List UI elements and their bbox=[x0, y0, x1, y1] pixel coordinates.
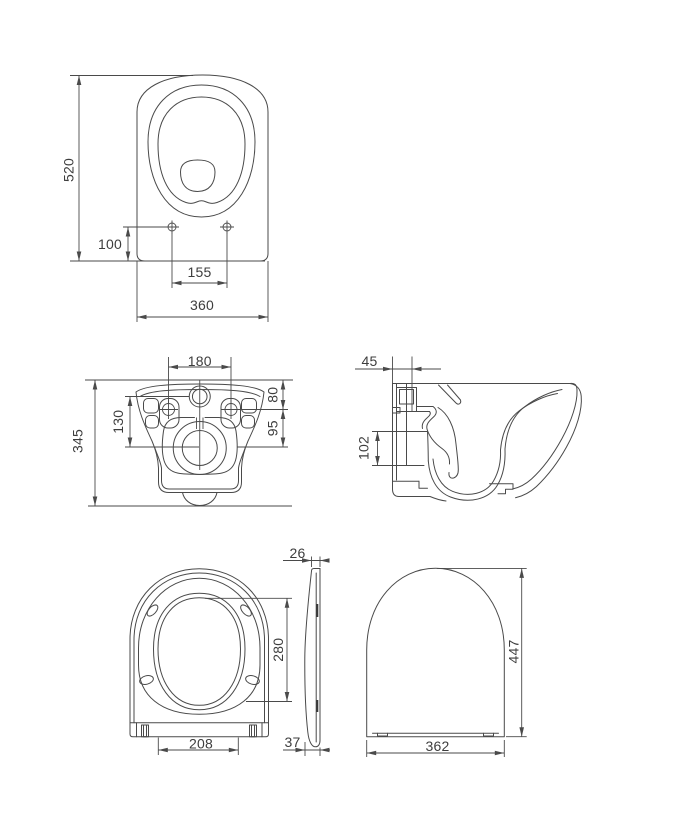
bracket-arm-lines bbox=[416, 406, 434, 412]
dim-label-95: 95 bbox=[265, 420, 281, 436]
bowl-front-interior-outer bbox=[504, 389, 563, 450]
side-back-wall bbox=[392, 383, 400, 497]
seat-mounting-holes bbox=[165, 220, 234, 234]
dim-label-447: 447 bbox=[506, 640, 522, 664]
profile-top-cap bbox=[311, 568, 321, 572]
seat-bumpers bbox=[139, 604, 260, 685]
bracket-inner bbox=[399, 389, 414, 405]
dim-label-37: 37 bbox=[285, 734, 301, 750]
seat-opening-inner bbox=[157, 597, 241, 706]
dim-label-360: 360 bbox=[190, 297, 214, 313]
dim-label-362: 362 bbox=[426, 738, 450, 754]
pad-left-lower bbox=[145, 415, 159, 429]
lid-notch-left bbox=[377, 732, 388, 737]
bumper-upper-right bbox=[240, 604, 252, 617]
lid-notch-right bbox=[483, 732, 494, 737]
dim-label-345: 345 bbox=[70, 429, 86, 453]
seat-outer-outline-2 bbox=[133, 572, 265, 724]
profile-underside bbox=[304, 570, 321, 748]
rear-side-pads bbox=[143, 398, 257, 429]
silhouette-notch-lines bbox=[196, 417, 204, 429]
hinge-post-left bbox=[141, 724, 149, 738]
rear-inner-bottom-line bbox=[154, 446, 246, 490]
trapway-outer bbox=[437, 407, 459, 479]
dim-102: 102 bbox=[356, 431, 397, 466]
hinge-post-right bbox=[249, 724, 257, 738]
dim-label-520: 520 bbox=[61, 158, 77, 182]
front-rim-cap bbox=[569, 382, 578, 391]
dim-80-95: 80 95 bbox=[237, 380, 288, 448]
dim-label-80: 80 bbox=[265, 387, 281, 403]
dim-208: 208 bbox=[157, 736, 239, 755]
dim-label-100: 100 bbox=[98, 236, 122, 252]
bowl-front-interior-inner bbox=[500, 393, 558, 451]
bowl-opening-outline bbox=[157, 96, 246, 204]
foot-step bbox=[418, 480, 428, 489]
bumper-lower-right bbox=[245, 675, 260, 685]
dim-362: 362 bbox=[366, 738, 505, 757]
hinge-post-left-inner bbox=[143, 724, 147, 738]
dim-100: 100 bbox=[98, 226, 166, 261]
bowl-outer-outline bbox=[136, 74, 269, 262]
lid-outline bbox=[366, 567, 505, 738]
dim-label-130: 130 bbox=[110, 410, 126, 434]
seat-outer-outline bbox=[129, 568, 269, 724]
dim-label-208: 208 bbox=[189, 736, 213, 752]
dim-45: 45 bbox=[355, 353, 441, 412]
view-seat-bottom: 280 208 bbox=[129, 568, 292, 755]
dim-360: 360 bbox=[136, 261, 269, 322]
dim-155: 155 bbox=[171, 232, 228, 288]
mounting-hole-right-cross bbox=[220, 220, 234, 234]
pad-right-lower bbox=[241, 415, 255, 429]
flush-channel-inner bbox=[421, 411, 431, 429]
bolt-pad-left bbox=[159, 398, 180, 429]
mounting-hole-left-cross bbox=[165, 220, 179, 234]
dim-label-180: 180 bbox=[188, 353, 212, 369]
front-rim-inner bbox=[512, 390, 578, 490]
bowl-u-outer bbox=[427, 448, 506, 501]
dim-130: 130 bbox=[110, 396, 199, 448]
dim-label-102: 102 bbox=[356, 436, 372, 460]
pad-left-upper bbox=[143, 398, 159, 414]
dim-label-155: 155 bbox=[188, 264, 212, 280]
bracket-outer bbox=[396, 387, 417, 412]
front-rim-outer bbox=[515, 383, 582, 499]
seat-opening-outer bbox=[153, 592, 246, 711]
bumper-lower-left bbox=[139, 675, 154, 685]
dim-26: 26 bbox=[283, 545, 330, 567]
bumper-upper-left bbox=[146, 604, 159, 617]
view-bowl-top: 520 100 155 360 bbox=[61, 74, 269, 322]
outlet-bump bbox=[182, 492, 218, 506]
flush-hole-outline bbox=[180, 159, 216, 192]
view-seat-profile: 26 37 bbox=[283, 545, 330, 756]
dim-345: 345 bbox=[70, 380, 98, 506]
view-bowl-rear: 180 80 95 130 345 bbox=[70, 353, 293, 507]
view-lid-top: 447 362 bbox=[366, 567, 527, 757]
bottom-edge bbox=[398, 496, 447, 502]
seat-hinge-bar bbox=[129, 722, 269, 738]
seat-rim-outline bbox=[147, 84, 256, 218]
pad-right-upper bbox=[241, 398, 257, 414]
rim-section-slab bbox=[438, 384, 462, 405]
seat-ring-boundary bbox=[138, 577, 261, 715]
bowl-u-inner bbox=[432, 449, 502, 495]
trapway-inner bbox=[426, 428, 451, 465]
front-foot-step bbox=[489, 483, 514, 495]
dim-280: 280 bbox=[205, 597, 292, 702]
dim-447: 447 bbox=[437, 567, 527, 738]
hinge-bar-endcaps bbox=[136, 722, 263, 738]
hinge-post-right-inner bbox=[251, 724, 255, 738]
dim-label-26: 26 bbox=[290, 545, 306, 561]
view-bowl-side: 45 102 bbox=[355, 353, 582, 502]
flush-channel-outer bbox=[426, 406, 437, 430]
dim-520: 520 bbox=[61, 75, 265, 262]
base-foot-details bbox=[392, 480, 514, 502]
hinge-bar-outline bbox=[129, 722, 269, 738]
dim-label-280: 280 bbox=[270, 638, 286, 662]
outlet-pipe-mouth bbox=[427, 431, 429, 462]
dim-label-45: 45 bbox=[362, 353, 378, 369]
dim-37: 37 bbox=[283, 734, 330, 756]
fixing-bracket bbox=[396, 387, 434, 412]
